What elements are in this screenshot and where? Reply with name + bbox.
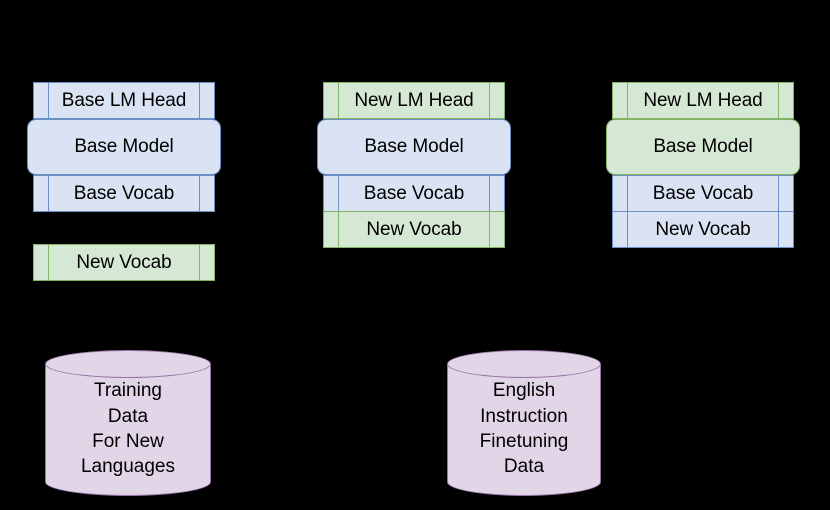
layer-label: Base Vocab (363, 183, 465, 204)
cell-divider-right (778, 83, 779, 118)
cell-divider-left (627, 212, 628, 247)
cell-divider-left (338, 212, 339, 247)
cylinder-body (447, 364, 601, 482)
cell-divider-left (627, 83, 628, 118)
layer-label: Base Model (74, 135, 174, 157)
cell-divider-left (338, 176, 339, 211)
layer-label: Base Model (653, 135, 753, 157)
cell-divider-left (48, 176, 49, 211)
layer-label: Base Vocab (652, 183, 754, 204)
layer-label: Base Vocab (73, 183, 175, 204)
cell-divider-right (199, 245, 200, 280)
layer-label: Base Model (364, 135, 464, 157)
layer-base-vocab[interactable]: Base Vocab (323, 175, 505, 212)
cylinder-body (45, 364, 211, 482)
layer-base-model[interactable]: Base Model (606, 119, 800, 175)
layer-label: New Vocab (76, 252, 172, 273)
datastore-label: Training Data For New Languages (80, 380, 176, 478)
cell-divider-right (489, 83, 490, 118)
layer-label: Base LM Head (61, 90, 187, 111)
cell-divider-left (627, 176, 628, 211)
layer-new-vocab-detached[interactable]: New Vocab (33, 244, 215, 281)
datastore-training-data[interactable]: Training Data For New Languages (45, 350, 211, 496)
layer-new-lm-head[interactable]: New LM Head (612, 82, 794, 119)
cell-divider-left (48, 83, 49, 118)
cell-divider-left (48, 245, 49, 280)
cell-divider-right (199, 83, 200, 118)
layer-base-model[interactable]: Base Model (27, 119, 221, 175)
cell-divider-right (489, 176, 490, 211)
layer-label: New LM Head (643, 90, 763, 111)
cylinder-top-ellipse (45, 350, 211, 378)
layer-base-vocab[interactable]: Base Vocab (612, 175, 794, 212)
cell-divider-right (199, 176, 200, 211)
cylinder-top-ellipse (447, 350, 601, 378)
layer-new-vocab[interactable]: New Vocab (323, 211, 505, 248)
cell-divider-right (489, 212, 490, 247)
layer-new-vocab[interactable]: New Vocab (612, 211, 794, 248)
cell-divider-left (338, 83, 339, 118)
cell-divider-right (778, 176, 779, 211)
datastore-label: English Instruction Finetuning Data (479, 380, 569, 478)
layer-base-lm-head[interactable]: Base LM Head (33, 82, 215, 119)
layer-label: New Vocab (655, 219, 751, 240)
layer-new-lm-head[interactable]: New LM Head (323, 82, 505, 119)
datastore-english-instruction-data[interactable]: English Instruction Finetuning Data (447, 350, 601, 496)
layer-base-vocab[interactable]: Base Vocab (33, 175, 215, 212)
layer-base-model[interactable]: Base Model (317, 119, 511, 175)
layer-label: New LM Head (354, 90, 474, 111)
cell-divider-right (778, 212, 779, 247)
layer-label: New Vocab (366, 219, 462, 240)
